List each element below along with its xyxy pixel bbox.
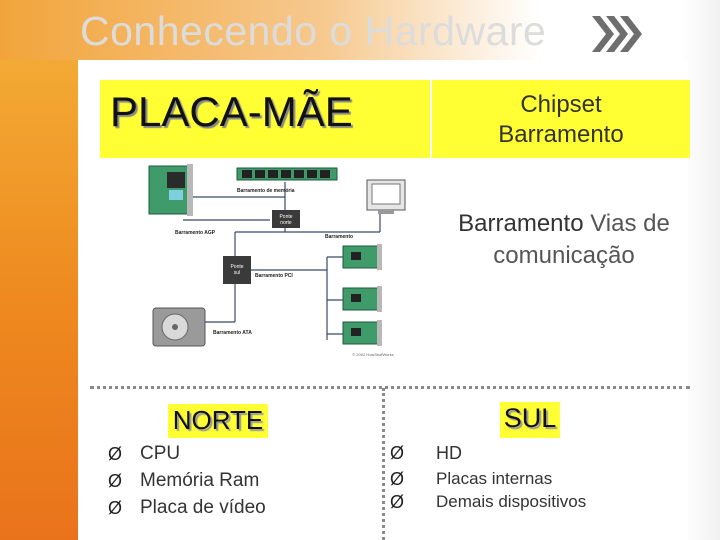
arrow-bullet-icon: Ø xyxy=(390,469,405,489)
label-barramento-ata: Barramento ATA xyxy=(213,330,252,336)
list-item-text: Memória Ram xyxy=(140,470,260,491)
slide-title: Conhecendo o Hardware xyxy=(80,8,547,54)
norte-heading: NORTE xyxy=(172,405,264,435)
ponte-norte-label-1: Ponte xyxy=(279,214,292,220)
label-barramento: Barramento xyxy=(325,234,353,240)
norte-highlight xyxy=(168,404,268,438)
double-chevron-right-icon xyxy=(592,16,642,52)
list-item-text: Placas internas xyxy=(436,469,553,488)
diagram-connectors xyxy=(183,182,381,340)
list-item-text: HD xyxy=(436,443,462,463)
hard-disk-icon xyxy=(152,307,206,347)
chipset-line: Chipset xyxy=(520,91,602,118)
list-item-text: Demais dispositivos xyxy=(436,492,587,511)
list-item-text: Placa de vídeo xyxy=(140,497,266,518)
ponte-sul-label-2: sul xyxy=(234,270,240,276)
arrow-bullet-icon: Ø xyxy=(108,444,123,464)
label-barramento-memoria: Barramento de memória xyxy=(237,188,295,194)
chipset-text: Chipset Barramento xyxy=(432,90,690,150)
barramento-term: Barramento xyxy=(458,210,591,237)
horizontal-dotted-divider xyxy=(90,386,690,389)
background-left-gradient xyxy=(0,0,78,540)
label-barramento-pci: Barramento PCI xyxy=(255,273,293,279)
list-item-text: CPU xyxy=(140,443,181,464)
placa-mae-heading: PLACA-MÃE xyxy=(110,88,353,135)
diagram-copyright: © 2002 HowStuffWorks xyxy=(352,352,393,357)
arrow-bullet-icon: Ø xyxy=(108,471,123,491)
label-barramento-agp: Barramento AGP xyxy=(175,230,216,236)
memory-stick-icon xyxy=(236,167,338,181)
ponte-sul-label-1: Ponte xyxy=(230,264,243,270)
pci-card-icon xyxy=(342,244,382,270)
monitor-icon xyxy=(366,179,406,214)
chipset-highlight xyxy=(432,80,690,158)
agp-card-icon xyxy=(148,164,193,216)
placa-mae-highlight xyxy=(100,80,430,158)
south-bridge-chip-icon: Ponte sul xyxy=(223,256,251,284)
sul-highlight xyxy=(500,402,560,438)
pci-card-icon xyxy=(342,286,382,312)
ponte-norte-label-2: norte xyxy=(280,220,292,226)
barramento-description: Barramento Vias de comunicação xyxy=(444,208,684,272)
arrow-bullet-icon: Ø xyxy=(390,492,405,512)
arrow-bullet-icon: Ø xyxy=(108,498,123,518)
vias-de-comunicacao: Vias de comunicação xyxy=(493,210,670,269)
barramento-line: Barramento xyxy=(498,121,624,148)
north-bridge-chip-icon: Ponte norte xyxy=(272,210,300,228)
motherboard-bus-diagram: Ponte norte Ponte sul Barramento de memó… xyxy=(145,162,420,360)
pci-card-icon xyxy=(342,320,382,346)
vertical-dotted-divider xyxy=(382,388,385,540)
arrow-bullet-icon: Ø xyxy=(390,443,405,463)
sul-heading: SUL xyxy=(503,403,557,433)
